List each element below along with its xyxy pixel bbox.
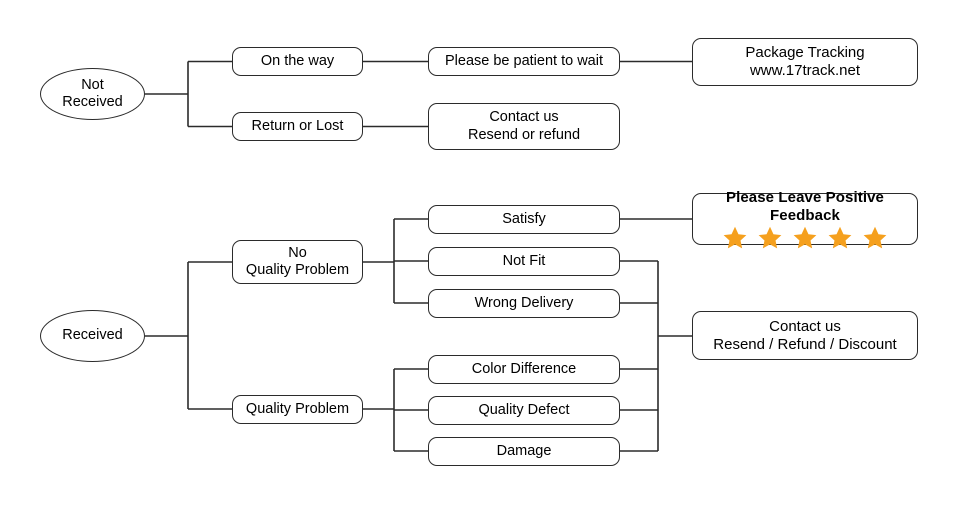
star-icon[interactable] bbox=[827, 225, 853, 251]
node-not-fit[interactable]: Not Fit bbox=[428, 247, 620, 276]
node-package-tracking-label: Package Tracking www.17track.net bbox=[745, 44, 865, 79]
node-no-quality-problem-label: No Quality Problem bbox=[245, 244, 350, 278]
node-satisfy-label: Satisfy bbox=[502, 210, 546, 227]
node-on-the-way-label: On the way bbox=[260, 52, 335, 69]
node-quality-defect[interactable]: Quality Defect bbox=[428, 396, 620, 425]
node-color-difference[interactable]: Color Difference bbox=[428, 355, 620, 384]
node-quality-problem[interactable]: Quality Problem bbox=[232, 395, 363, 424]
node-quality-problem-label: Quality Problem bbox=[245, 400, 350, 417]
node-wrong-delivery[interactable]: Wrong Delivery bbox=[428, 289, 620, 318]
node-damage-label: Damage bbox=[496, 442, 552, 459]
node-wrong-delivery-label: Wrong Delivery bbox=[474, 294, 574, 311]
node-satisfy[interactable]: Satisfy bbox=[428, 205, 620, 234]
node-received-label: Received bbox=[62, 327, 123, 344]
node-contact-resend-refund-discount-label: Contact us Resend / Refund / Discount bbox=[713, 317, 897, 353]
node-not-received-label: Not Received bbox=[62, 76, 123, 110]
star-icon[interactable] bbox=[862, 225, 888, 251]
node-contact-resend-refund-discount[interactable]: Contact us Resend / Refund / Discount bbox=[692, 311, 918, 360]
node-not-received[interactable]: Not Received bbox=[40, 68, 145, 120]
node-color-difference-label: Color Difference bbox=[471, 360, 577, 377]
node-return-or-lost-label: Return or Lost bbox=[251, 117, 344, 134]
node-package-tracking[interactable]: Package Tracking www.17track.net bbox=[692, 38, 918, 86]
node-damage[interactable]: Damage bbox=[428, 437, 620, 466]
node-received[interactable]: Received bbox=[40, 310, 145, 362]
star-icon[interactable] bbox=[722, 225, 748, 251]
positive-feedback-title: Please Leave Positive Feedback bbox=[725, 188, 885, 224]
node-please-be-patient[interactable]: Please be patient to wait bbox=[428, 47, 620, 76]
node-please-be-patient-label: Please be patient to wait bbox=[445, 52, 603, 69]
node-on-the-way[interactable]: On the way bbox=[232, 47, 363, 76]
node-not-fit-label: Not Fit bbox=[502, 252, 546, 269]
star-icon[interactable] bbox=[792, 225, 818, 251]
node-return-or-lost[interactable]: Return or Lost bbox=[232, 112, 363, 141]
star-icon[interactable] bbox=[757, 225, 783, 251]
node-no-quality-problem[interactable]: No Quality Problem bbox=[232, 240, 363, 284]
node-quality-defect-label: Quality Defect bbox=[478, 401, 570, 418]
node-positive-feedback[interactable]: Please Leave Positive Feedback bbox=[692, 189, 918, 249]
node-contact-resend-refund-label: Contact us Resend or refund bbox=[467, 109, 581, 143]
node-contact-resend-refund[interactable]: Contact us Resend or refund bbox=[428, 103, 620, 150]
rating-stars[interactable] bbox=[722, 225, 888, 251]
